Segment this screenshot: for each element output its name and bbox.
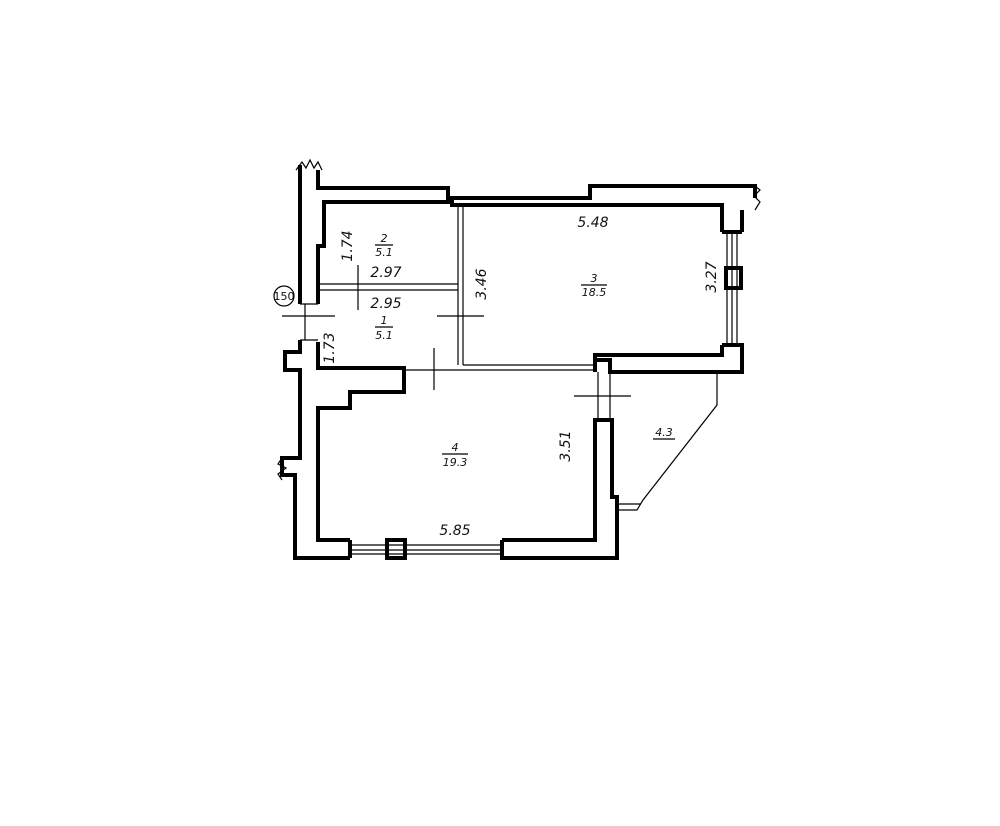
apartment-number: 150 bbox=[274, 290, 295, 303]
dim-room3-width: 5.48 bbox=[577, 215, 608, 231]
dim-room3-left-height: 3.46 bbox=[474, 268, 490, 299]
windows bbox=[350, 232, 738, 555]
svg-text:3: 3 bbox=[591, 272, 598, 285]
svg-text:4.3: 4.3 bbox=[655, 426, 673, 439]
dim-room1-width: 2.95 bbox=[370, 296, 401, 312]
room-1-label: 1 5.1 bbox=[375, 314, 393, 342]
svg-text:2: 2 bbox=[381, 232, 388, 245]
svg-text:5.1: 5.1 bbox=[375, 246, 393, 259]
break-marks bbox=[277, 158, 761, 481]
exterior-walls bbox=[280, 165, 757, 560]
svg-text:19.3: 19.3 bbox=[443, 456, 468, 469]
partitions bbox=[282, 205, 631, 420]
dim-room2-height: 1.74 bbox=[340, 230, 356, 261]
dim-room3-right-height: 3.27 bbox=[704, 261, 720, 292]
balcony-label: 4.3 bbox=[653, 426, 675, 440]
dimensions: 1.74 2.97 2.95 1.73 5.48 3.46 3.27 3.51 … bbox=[322, 215, 720, 539]
room-4-label: 4 19.3 bbox=[442, 441, 468, 469]
svg-text:4: 4 bbox=[452, 441, 459, 454]
dim-room4-width: 5.85 bbox=[439, 523, 470, 539]
room-3-label: 3 18.5 bbox=[581, 272, 607, 299]
dim-room2-width: 2.97 bbox=[370, 265, 401, 281]
dim-room4-height: 3.51 bbox=[558, 430, 574, 461]
balcony bbox=[615, 372, 718, 511]
svg-text:18.5: 18.5 bbox=[582, 286, 607, 299]
room-2-label: 2 5.1 bbox=[375, 232, 393, 259]
svg-text:1: 1 bbox=[381, 314, 388, 327]
dim-room1-height: 1.73 bbox=[322, 332, 338, 363]
apartment-marker: 150 bbox=[273, 285, 295, 307]
svg-text:5.1: 5.1 bbox=[375, 329, 393, 342]
